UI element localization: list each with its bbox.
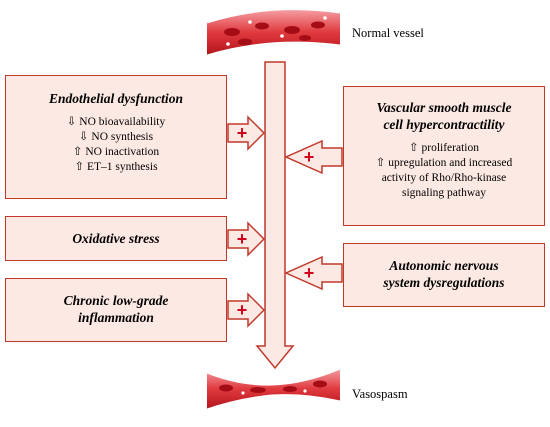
oxidative-title: Oxidative stress — [72, 231, 160, 246]
central-down-arrow — [255, 61, 295, 370]
vsmc-title-line2: cell hypercontractility — [383, 117, 505, 132]
endothelial-item: ⇩ NO synthesis — [78, 131, 154, 143]
plus-sign-autonomic: + — [304, 263, 315, 283]
arrow-endothelial — [227, 115, 266, 151]
vsmc-item: ⇧ upregulation and increased — [375, 157, 513, 169]
arrow-oxidative — [227, 221, 266, 257]
autonomic-title-line1: Autonomic nervous — [389, 258, 499, 273]
inflammation-box: Chronic low-grade inflammation — [5, 278, 227, 342]
arrow-inflammation — [227, 292, 266, 328]
plus-sign-inflammation: + — [237, 300, 248, 320]
normal-vessel-label: Normal vessel — [352, 26, 424, 40]
inflammation-title-line1: Chronic low-grade — [63, 293, 169, 308]
endothelial-item: ⇧ NO inactivation — [72, 146, 160, 158]
vsmc-item: ⇧ proliferation — [409, 142, 479, 154]
arrow-vsmc — [284, 139, 343, 175]
inflammation-title-line2: inflammation — [78, 310, 154, 325]
oxidative-stress-box: Oxidative stress — [5, 216, 227, 261]
normal-vessel-image — [206, 7, 341, 58]
vsmc-item: activity of Rho/Rho-kinase — [381, 172, 507, 184]
endothelial-item: ⇩ NO bioavailability — [66, 116, 166, 128]
vasospasm-vessel-image — [206, 366, 341, 412]
vsmc-item: signaling pathway — [402, 187, 486, 199]
plus-sign-endothelial: + — [237, 123, 248, 143]
endothelial-dysfunction-box: Endothelial dysfunction ⇩ NO bioavailabi… — [5, 75, 227, 199]
endothelial-title: Endothelial dysfunction — [49, 91, 183, 106]
vsmc-title-line1: Vascular smooth muscle — [376, 100, 512, 115]
autonomic-box: Autonomic nervous system dysregulations — [343, 243, 545, 307]
plus-sign-oxidative: + — [237, 229, 248, 249]
vasospasm-label: Vasospasm — [352, 387, 408, 401]
arrow-autonomic — [284, 255, 343, 291]
vsmc-hypercontractility-box: Vascular smooth muscle cell hypercontrac… — [343, 86, 545, 226]
endothelial-item: ⇧ ET–1 synthesis — [74, 161, 158, 173]
autonomic-title-line2: system dysregulations — [383, 275, 505, 290]
plus-sign-vsmc: + — [304, 147, 315, 167]
